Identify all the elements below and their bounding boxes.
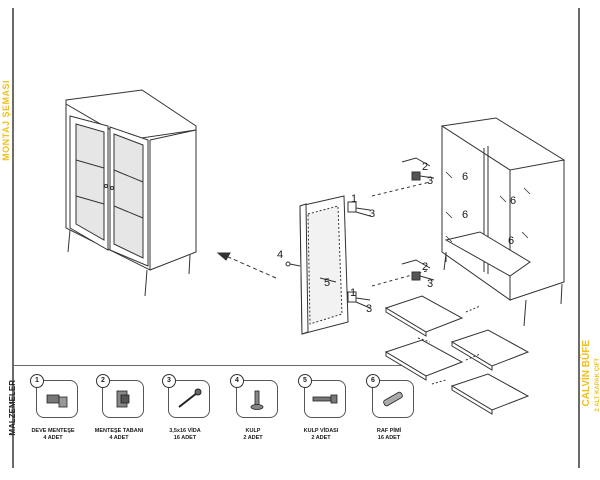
- part-6-name: RAF PİMİ: [376, 428, 402, 434]
- callout-labels: 1 3 2 3 6 6 6 6 4 5 2 3 1 3: [277, 161, 516, 315]
- part-1-box: [36, 380, 78, 418]
- left-border-line: [12, 8, 14, 468]
- screw-icon: [178, 388, 202, 408]
- part-4-name: KULP: [245, 428, 261, 434]
- part-6-number: 6: [366, 374, 380, 388]
- callout-1b: 1: [350, 287, 356, 299]
- shelf-pin-icon: [383, 391, 403, 407]
- right-border-line: [578, 8, 580, 468]
- part-5-box: [304, 380, 346, 418]
- part-4-qty: 2 ADET: [243, 435, 263, 441]
- callout-6c: 6: [510, 195, 516, 207]
- part-3-box: [168, 380, 210, 418]
- callout-3d: 3: [366, 303, 372, 315]
- part-3-number: 3: [162, 374, 176, 388]
- loose-shelves: [384, 295, 530, 415]
- callout-6a: 6: [462, 171, 468, 183]
- materials-list: 1 DEVE MENTEŞE 4 ADET 2 MENTEŞE TABANI 4…: [22, 374, 442, 454]
- part-1-qty: 4 ADET: [43, 435, 63, 441]
- part-5-number: 5: [298, 374, 312, 388]
- callout-6d: 6: [508, 235, 514, 247]
- hinge-base-bottom: [401, 259, 435, 281]
- callout-5: 5: [324, 277, 330, 289]
- knob-icon: [250, 390, 264, 410]
- assembly-direction-arrow: [216, 252, 277, 279]
- part-5-qty: 2 ADET: [311, 435, 331, 441]
- part-3-qty: 16 ADET: [173, 435, 197, 441]
- callout-3: 3: [369, 208, 375, 220]
- assembled-cabinet: [65, 89, 197, 297]
- materials-heading: MALZEMELER: [8, 380, 17, 436]
- callout-2b: 2: [422, 261, 428, 273]
- hinge-base-icon: [116, 390, 130, 408]
- part-5-name: KULP VİDASI: [303, 428, 339, 434]
- cabinet-carcass: [440, 117, 566, 327]
- part-4-box: [236, 380, 278, 418]
- callout-1: 1: [351, 193, 357, 205]
- part-1-number: 1: [30, 374, 44, 388]
- part-6-box: [372, 380, 414, 418]
- handle-screw-icon: [312, 394, 338, 404]
- part-4-number: 4: [230, 374, 244, 388]
- hinge-icon: [46, 394, 68, 408]
- callout-3b: 3: [427, 175, 433, 187]
- callout-6b: 6: [462, 209, 468, 221]
- part-2-box: [102, 380, 144, 418]
- shelf-pin-marks: [445, 171, 531, 243]
- materials-divider-line: [12, 365, 432, 366]
- part-2-name: MENTEŞE TABANI: [94, 428, 144, 434]
- part-2-qty: 4 ADET: [109, 435, 129, 441]
- door-panel: [285, 195, 371, 335]
- part-1-name: DEVE MENTEŞE: [31, 428, 75, 434]
- part-3-name: 3,5x16 VİDA: [169, 428, 201, 434]
- callout-2: 2: [422, 161, 428, 173]
- part-2-number: 2: [96, 374, 110, 388]
- callout-3c: 3: [427, 278, 433, 290]
- part-6-qty: 16 ADET: [377, 435, 401, 441]
- hinge-base-top: [401, 157, 435, 181]
- callout-4: 4: [277, 249, 283, 261]
